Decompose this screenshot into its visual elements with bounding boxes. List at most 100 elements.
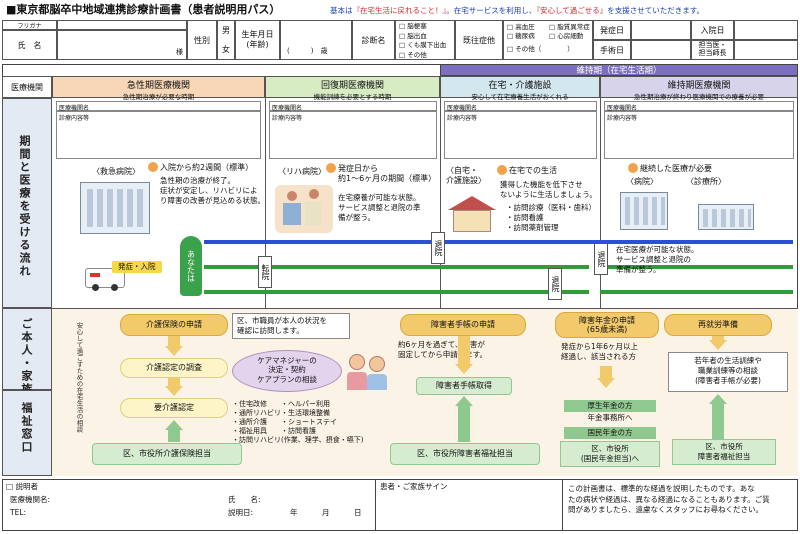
admit-label: 入院日 — [691, 20, 734, 40]
ambulance-icon — [85, 268, 125, 291]
motto-mid: 。在宅サービスを利用し、 — [446, 6, 537, 15]
flow-line-green-1 — [204, 265, 589, 269]
footer-note: この計画書は、標準的な経過を説明したものです。あな たの病状や経過は、異なる経過… — [568, 484, 770, 514]
job-desk: 区、市役所 障害者福祉担当 — [672, 439, 776, 465]
hx-lipid[interactable]: □ 脂質異常症 — [549, 23, 590, 31]
discharge-label-1: 退院 — [431, 232, 445, 264]
signature-field[interactable] — [380, 493, 558, 527]
phase-home-name: 在宅・介護施設 — [488, 81, 552, 91]
arrow-down-icon — [455, 364, 473, 374]
rehab-desc: 在宅療養が可能な状態。 サービス調整と退院の準 備が整う。 — [338, 193, 421, 223]
arrow-shaft — [712, 336, 724, 342]
arrow-up-icon — [455, 396, 473, 406]
disability-get-step: 障害者手帳取得 — [416, 377, 512, 395]
page-title: ■東京都脳卒中地域連携診療計画書（患者説明用パス） — [6, 3, 281, 16]
flow-line-blue-2 — [445, 240, 793, 244]
home-services: ・訪問診療（医科・歯科） ・訪問看護 ・訪問薬剤管理 — [506, 203, 596, 232]
hx-af[interactable]: □ 心房細動 — [549, 32, 584, 40]
rehab-hospital-label: 〈リハ病院〉 — [278, 167, 326, 176]
sex-field[interactable]: 男女 — [217, 20, 235, 60]
furigana-field[interactable] — [57, 20, 187, 30]
acute-inst-field[interactable]: 医療機関名 — [56, 101, 261, 112]
name-field[interactable]: 様 — [57, 30, 187, 60]
footer-year: 年 — [290, 508, 298, 517]
home-desc: 獲得した機能を低下させ ないように生活しましょう。 — [500, 180, 597, 199]
phase-maint: 維持期医療機関 急性期治療が終わり医療機関での療養が必要 — [600, 76, 798, 101]
dx-sah[interactable]: □ くも膜下出血 — [399, 41, 447, 49]
phase-home-sub: 安心して在宅療養生活がおくれる — [471, 93, 569, 101]
surgery-field[interactable] — [631, 40, 691, 60]
motto-post: を支援させていただきます。 — [607, 6, 705, 15]
arrow-up-icon — [165, 420, 183, 430]
male-option[interactable]: 男 — [222, 26, 230, 35]
info-dot-icon — [326, 163, 336, 173]
divider — [265, 98, 266, 308]
history-label: 既往症他 — [455, 20, 503, 60]
motto-highlight-2: 『安心して過ごせる』 — [536, 6, 608, 15]
maint-content-field[interactable]: 診療内容等 — [604, 111, 794, 159]
home-label: 〈自宅・ 介護施設〉 — [446, 166, 486, 185]
welfare-side-note: 安心して過ごすための在宅生活の相談 — [75, 322, 83, 433]
flow-line-green-3 — [600, 265, 793, 269]
dx-hemorrhage[interactable]: □ 脳出血 — [399, 31, 427, 40]
history-options[interactable]: □ 高血圧 □ 糖尿病 □ 脂質異常症 □ 心房細動 □ その他（ ） — [503, 20, 593, 60]
disability-desk: 区、市役所障害者福祉担当 — [390, 443, 540, 465]
motto-pre: 基本は — [330, 6, 353, 15]
job-note: 若年者の生活訓練や 職業訓練等の相談 (障害者手帳が必要) — [668, 352, 788, 392]
flow-line-blue-1 — [204, 240, 440, 244]
maint-desc: 在宅医療が可能な状態。 サービス調整と退院の 準備が整う。 — [616, 245, 699, 275]
family-illustration-icon — [345, 352, 391, 392]
footer-date-label: 説明日: — [228, 508, 254, 517]
row-label-person: ご本人・家族 — [20, 318, 33, 396]
divider — [375, 479, 376, 531]
maintenance-header: 維持期（在宅生活期） — [440, 64, 798, 76]
hx-other[interactable]: □ その他（ ） — [507, 45, 574, 53]
arrow-down-icon — [709, 340, 727, 350]
signature-label: 患者・ご家族サイン — [380, 482, 448, 491]
dx-other[interactable]: □ その他 — [399, 50, 427, 59]
admit-field[interactable] — [734, 20, 798, 40]
row-label-flow: 期間と医療を受ける流れ — [18, 135, 31, 278]
divider — [440, 98, 441, 308]
acute-content-field[interactable]: 診療内容等 — [56, 111, 261, 159]
onset-field[interactable] — [631, 20, 691, 40]
rehab-content-field[interactable]: 診療内容等 — [269, 111, 437, 159]
arrow-up-icon — [709, 394, 727, 404]
arrow-down-icon — [165, 386, 183, 396]
phase-acute-sub: 急性期治療が必要な時期 — [122, 93, 195, 101]
transfer-label-1: 転院 — [258, 256, 272, 288]
hx-htn[interactable]: □ 高血圧 — [507, 23, 535, 31]
flow-line-green-2 — [204, 290, 589, 294]
staff-field[interactable] — [734, 40, 798, 60]
female-option[interactable]: 女 — [222, 45, 230, 54]
home-inst-field[interactable]: 医療機関名 — [444, 101, 597, 112]
divider — [52, 308, 798, 309]
you-arrow: あなたは — [180, 236, 202, 296]
hx-dm[interactable]: □ 糖尿病 — [507, 32, 535, 40]
arrow-shaft — [168, 336, 180, 348]
row-label-welfare-cell — [2, 390, 52, 476]
staff-label: 担当医・ 担当師長 — [691, 40, 734, 60]
diagnosis-options[interactable]: □ 脳梗塞 □ 脳出血 □ くも膜下出血 □ その他 — [395, 20, 455, 60]
rehab-inst-field[interactable]: 医療機関名 — [269, 101, 437, 112]
arrow-shaft — [168, 378, 180, 388]
rehab-illustration-icon — [275, 185, 333, 233]
birth-field[interactable]: ( ) 歳 — [280, 20, 352, 60]
info-dot-icon — [148, 162, 158, 172]
acute-desc: 急性期の治療が終了。 症状が安定し、リハビリによ り障害の改善が見込める状態。 — [160, 176, 265, 206]
phase-acute-name: 急性期医療機関 — [126, 81, 190, 91]
dx-infarction[interactable]: □ 脳梗塞 — [399, 22, 427, 30]
care-desk: 区、市役所介護保険担当 — [92, 443, 242, 465]
home-content-field[interactable]: 診療内容等 — [444, 111, 597, 159]
onset-label: 発症日 — [593, 20, 631, 40]
footer-inst-label: 医療機関名: — [10, 495, 51, 504]
arrow-shaft — [168, 428, 180, 442]
maint-inst-field[interactable]: 医療機関名 — [604, 101, 794, 112]
phase-home: 在宅・介護施設 安心して在宅療養生活がおくれる — [440, 76, 600, 101]
onset-admission-badge: 発症・入院 — [112, 261, 162, 273]
row-label-flow-cell — [2, 98, 52, 308]
pension-apply-step: 障害年金の申請 (65歳未満) — [555, 312, 659, 338]
name-label: 氏 名 — [2, 30, 57, 60]
motto-highlight-1: 『在宅生活に戻れること！』 — [352, 6, 447, 15]
care-apply-step: 介護保険の申請 — [120, 314, 228, 336]
